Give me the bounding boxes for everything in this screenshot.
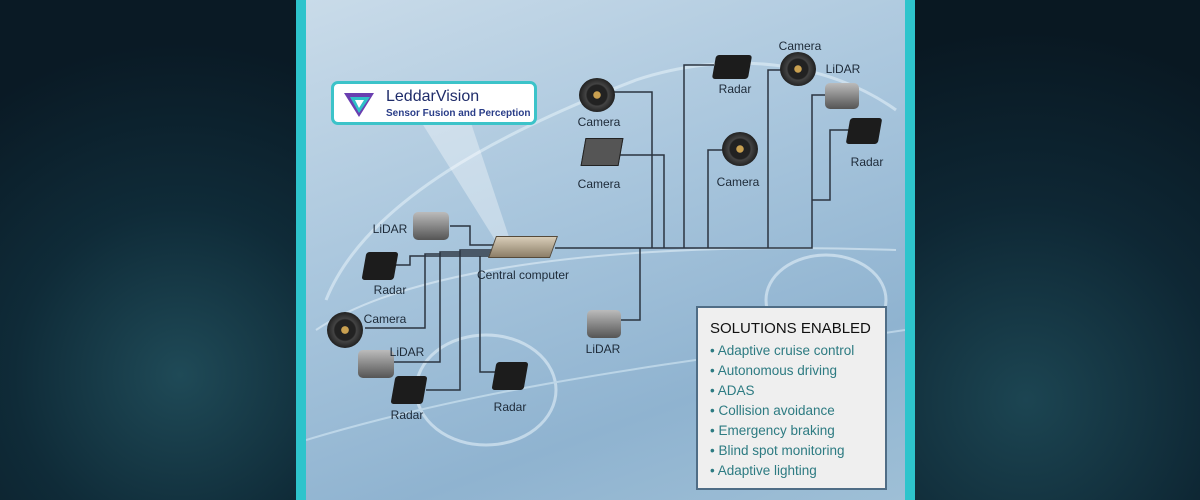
camera-icon — [579, 78, 615, 112]
solution-item: • Adaptive cruise control — [710, 343, 855, 358]
radar-icon — [491, 362, 529, 390]
sensor-label: Camera — [363, 312, 407, 326]
solution-item: • Adaptive lighting — [710, 463, 817, 478]
camera-box-icon — [580, 138, 624, 166]
sensor-label: LiDAR — [585, 342, 621, 356]
solutions-title: SOLUTIONS ENABLED — [710, 320, 871, 337]
sensor-label: Camera — [716, 175, 760, 189]
leddar-logo-icon — [344, 93, 374, 117]
solutions-box: SOLUTIONS ENABLED • Adaptive cruise cont… — [696, 306, 887, 490]
logo-subtitle: Sensor Fusion and Perception — [386, 108, 531, 119]
radar-icon — [711, 55, 753, 79]
solution-item: • Collision avoidance — [710, 403, 835, 418]
radar-icon — [361, 252, 399, 280]
background-right — [910, 0, 1200, 500]
sensor-label: Camera — [577, 177, 621, 191]
solutions-list: • Adaptive cruise control • Autonomous d… — [698, 341, 885, 481]
sensor-label: Radar — [850, 155, 884, 169]
sensor-label: LiDAR — [825, 62, 861, 76]
sensor-label: Camera — [778, 39, 822, 53]
central-computer-label: Central computer — [476, 268, 570, 282]
lidar-icon — [587, 310, 621, 338]
lidar-icon — [825, 83, 859, 109]
sensor-label: LiDAR — [372, 222, 408, 236]
camera-icon — [780, 52, 816, 86]
sensor-label: Camera — [577, 115, 621, 129]
lidar-icon — [413, 212, 449, 240]
sensor-label: LiDAR — [389, 345, 425, 359]
camera-icon — [327, 312, 363, 348]
solution-item: • Autonomous driving — [710, 363, 838, 378]
solution-item: • ADAS — [710, 383, 755, 398]
solution-item: • Emergency braking — [710, 423, 835, 438]
solution-item: • Blind spot monitoring — [710, 443, 845, 458]
radar-icon — [845, 118, 883, 144]
radar-icon — [390, 376, 428, 404]
central-computer-icon — [487, 236, 559, 258]
lidar-icon — [358, 350, 394, 378]
sensor-label: Radar — [493, 400, 527, 414]
leddarvision-logo: LeddarVision Sensor Fusion and Perceptio… — [331, 81, 537, 125]
sensor-label: Radar — [373, 283, 407, 297]
background-left — [0, 0, 300, 500]
sensor-label: Radar — [718, 82, 752, 96]
logo-title: LeddarVision — [386, 88, 480, 105]
sensor-label: Radar — [390, 408, 424, 422]
camera-icon — [722, 132, 758, 166]
